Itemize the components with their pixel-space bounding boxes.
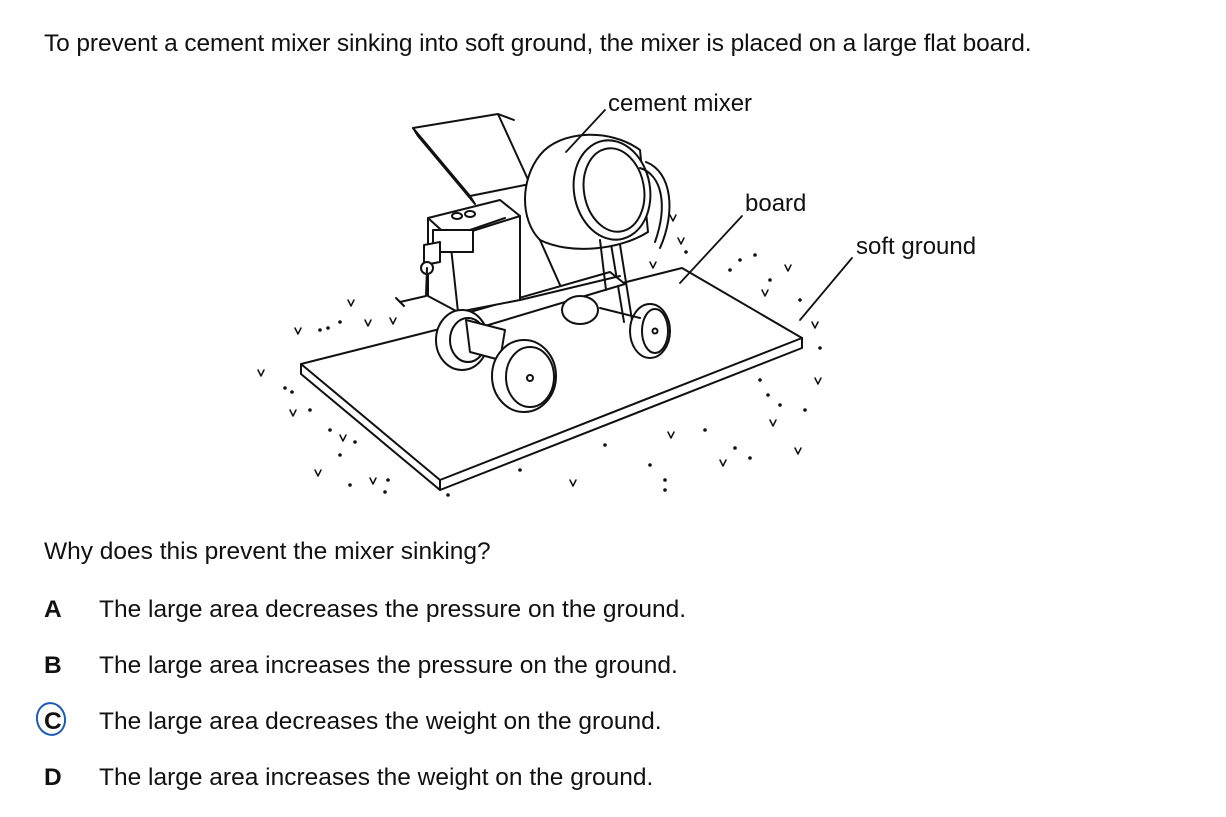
- front-wheels-drawing: [435, 309, 557, 413]
- option-letter: B: [44, 652, 62, 679]
- leader-lines: [565, 109, 853, 321]
- soft-ground-marks: [257, 214, 822, 487]
- rear-wheel-drawing: [599, 231, 671, 359]
- question-stem: To prevent a cement mixer sinking into s…: [44, 30, 1032, 57]
- cement-mixer-illustration: [257, 109, 853, 497]
- label-cement-mixer: cement mixer: [608, 90, 753, 117]
- label-soft-ground: soft ground: [856, 233, 977, 260]
- label-board: board: [745, 190, 807, 217]
- engine-housing-drawing: [395, 113, 531, 313]
- option-text: The large area decreases the pressure on…: [99, 596, 687, 623]
- question-prompt: Why does this prevent the mixer sinking?: [44, 538, 491, 565]
- option-text: The large area increases the weight on t…: [99, 764, 654, 791]
- option-letter: A: [44, 596, 62, 623]
- soft-ground-dots: [283, 250, 822, 497]
- option-text: The large area decreases the weight on t…: [99, 708, 662, 735]
- option-letter: C: [44, 708, 62, 735]
- drum-drawing: [524, 133, 671, 291]
- option-letter: D: [44, 764, 62, 791]
- option-text: The large area increases the pressure on…: [99, 652, 678, 679]
